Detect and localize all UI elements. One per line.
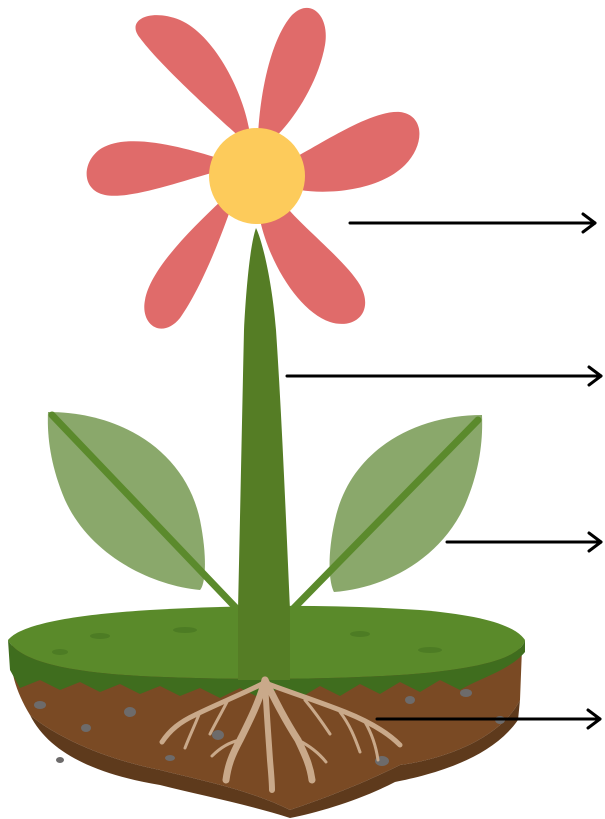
right-leaf — [292, 415, 482, 610]
stem — [238, 228, 290, 680]
petal-top-left — [136, 15, 250, 140]
petal-right — [290, 112, 419, 192]
left-leaf — [48, 412, 238, 610]
leaf-pointer-arrow — [447, 533, 601, 551]
petal-top-right — [258, 8, 326, 140]
petal-left — [87, 141, 218, 196]
stem-pointer-arrow — [287, 367, 601, 385]
flower-center — [209, 128, 305, 224]
petal-bottom-left — [144, 200, 232, 329]
flower-pointer-arrow — [350, 214, 595, 232]
